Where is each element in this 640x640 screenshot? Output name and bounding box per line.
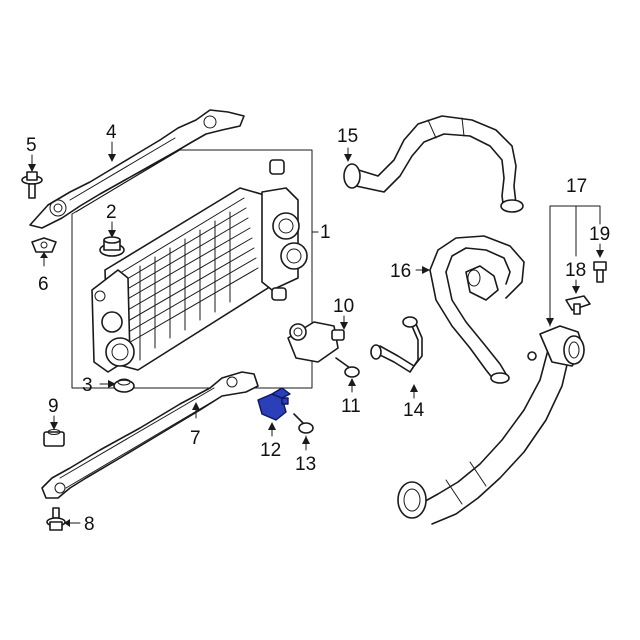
part-7-lower-bracket [41,371,259,499]
callout-12: 12 [260,440,281,461]
callout-16: 16 [390,261,411,282]
callout-4: 4 [106,122,117,143]
callout-17: 17 [566,176,587,197]
callout-2: 2 [106,202,117,223]
part-10-valve [287,315,348,363]
part-14-tube [370,316,423,399]
callout-3: 3 [82,375,93,396]
callout-14: 14 [403,400,425,421]
part-1-intercooler [91,159,308,373]
part-5-bolt [21,154,43,199]
callout-5: 5 [26,135,37,156]
part-12-bracket-highlighted [257,387,291,437]
part-16-middle-hose [415,235,525,384]
callout-13: 13 [295,454,316,475]
callout-11: 11 [341,396,361,417]
part-13-bolt [293,413,314,451]
part-6-clip [31,237,57,267]
part-17-lower-hose [397,325,585,525]
part-18-clip [565,279,591,315]
part-8-bolt [46,507,81,531]
callout-1: 1 [320,222,331,243]
part-9-clip [43,415,65,447]
callout-19: 19 [589,224,610,245]
callout-18: 18 [565,260,586,281]
callout-15: 15 [337,126,358,147]
callout-6: 6 [38,274,49,295]
part-19-bolt [593,243,607,283]
part-4-upper-bracket [29,109,245,229]
part-2-nut [99,221,125,257]
part-3-grommet [99,378,135,393]
intercooler-group-frame [71,149,313,389]
callout-8: 8 [84,514,95,535]
callout-9: 9 [48,396,59,417]
leader-17 [549,205,601,327]
part-15-upper-hose [343,115,524,213]
callout-10: 10 [333,296,354,317]
part-11-bolt [335,357,360,393]
callout-7: 7 [190,428,201,449]
